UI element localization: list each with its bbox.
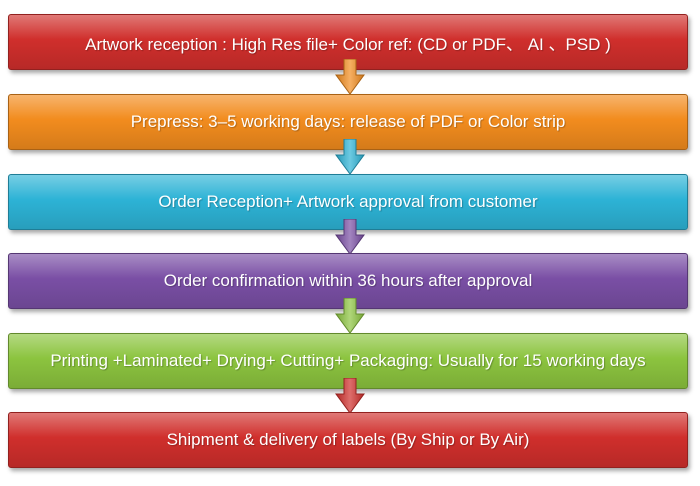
arrow-down-icon [335, 139, 365, 175]
step-label: Order Reception+ Artwork approval from c… [158, 192, 538, 211]
step-label: Printing +Laminated+ Drying+ Cutting+ Pa… [50, 351, 646, 370]
step-shipment: Shipment & delivery of labels (By Ship o… [8, 412, 688, 468]
step-label: Shipment & delivery of labels (By Ship o… [166, 430, 530, 449]
step-label: Order confirmation within 36 hours after… [163, 271, 533, 290]
arrow-down-icon [335, 219, 365, 255]
arrow-down-icon [335, 378, 365, 414]
step-printing: Printing +Laminated+ Drying+ Cutting+ Pa… [8, 333, 688, 389]
step-label: Artwork reception : High Res file+ Color… [85, 34, 611, 54]
arrow-down-icon [335, 59, 365, 95]
step-label: Prepress: 3–5 working days: release of P… [130, 112, 566, 131]
arrow-down-icon [335, 298, 365, 334]
